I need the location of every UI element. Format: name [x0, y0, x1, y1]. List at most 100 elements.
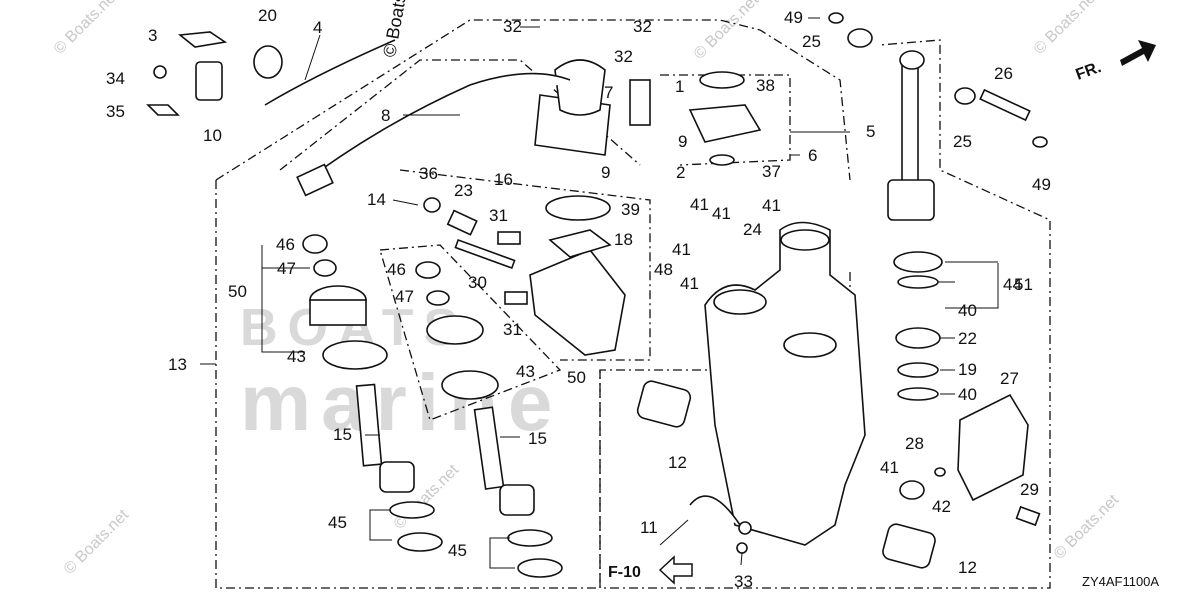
- clip-35-part: [146, 104, 180, 116]
- diagram-code: ZY4AF1100A: [1082, 574, 1159, 589]
- trim-housing-part: [704, 221, 866, 546]
- seal-46b-part: [415, 261, 441, 279]
- callout-43a: 43: [287, 347, 306, 366]
- wire-11-part: [689, 495, 741, 526]
- callout-38: 38: [756, 76, 775, 95]
- callout-25a: 25: [802, 32, 821, 51]
- callout-2: 2: [676, 163, 685, 182]
- piston-rod-15a-part: [355, 383, 383, 467]
- bushing-28-part: [899, 480, 925, 500]
- fr-arrow-icon: [1120, 40, 1156, 66]
- seal-44-part: [893, 251, 943, 273]
- callout-41c: 41: [762, 196, 781, 215]
- callout-9b: 9: [601, 163, 610, 182]
- callout-41b: 41: [712, 204, 731, 223]
- callout-6: 6: [808, 146, 817, 165]
- callout-11: 11: [640, 518, 658, 537]
- watermark-text: © Boats.net: [51, 0, 123, 58]
- callout-25b: 25: [953, 132, 972, 151]
- ring-45b-lower-part: [517, 558, 563, 578]
- plug-12a-part: [636, 380, 692, 428]
- o-ring-40a-part: [897, 275, 939, 289]
- callout-26: 26: [994, 64, 1013, 83]
- o-ring-40b-part: [897, 387, 939, 401]
- watermark-text: © Boats.net: [61, 506, 133, 578]
- callout-37: 37: [762, 162, 781, 181]
- callouts: 1 2 3 4 5 6 7 8 9 9 10 11 12 12 13 14 15…: [106, 6, 1051, 591]
- housing-port-left-part: [713, 289, 767, 315]
- parts: [146, 12, 1048, 578]
- piston-15b-part: [499, 484, 535, 516]
- callout-45a: 45: [328, 513, 347, 532]
- ring-47a-part: [313, 259, 337, 277]
- callout-15a: 15: [333, 425, 352, 444]
- callout-36: 36: [419, 164, 438, 183]
- clip-49a-part: [828, 12, 844, 24]
- callout-34: 34: [106, 69, 125, 88]
- callout-41d: 41: [672, 240, 691, 259]
- callout-50a: 50: [228, 282, 247, 301]
- watermark-text: © Boats.net: [691, 0, 763, 63]
- cap-50b-part: [426, 315, 484, 345]
- cover-27-part: [957, 393, 1029, 502]
- ring-45b-upper-part: [507, 529, 553, 547]
- callout-50b: 50: [567, 368, 586, 387]
- outline-main-housing: [599, 39, 1051, 589]
- washer-42-part: [934, 467, 946, 477]
- callout-13: 13: [168, 355, 187, 374]
- ring-45a-lower-part: [397, 532, 443, 552]
- ring-45a-upper-part: [389, 501, 435, 519]
- callout-31b: 31: [503, 320, 522, 339]
- callout-32c: 32: [614, 47, 633, 66]
- cable-harness-part: [299, 72, 571, 186]
- direction-marker: FR.: [1074, 40, 1156, 84]
- screw-29-part: [1015, 505, 1041, 527]
- rod-30-part: [454, 238, 516, 270]
- motor-armature-part: [629, 79, 651, 126]
- callout-33: 33: [734, 572, 753, 591]
- callout-4: 4: [313, 18, 322, 37]
- shaft-26-part: [979, 88, 1031, 122]
- callout-19: 19: [958, 360, 977, 379]
- callout-51: 51: [1014, 275, 1033, 294]
- grommet-20-part: [253, 45, 283, 79]
- callout-8: 8: [381, 106, 390, 125]
- screw-31b-part: [504, 291, 528, 305]
- callout-47a: 47: [277, 259, 296, 278]
- callout-41f: 41: [880, 458, 899, 477]
- callout-3: 3: [148, 26, 157, 45]
- watermark-text: © Boats.net: [1051, 491, 1123, 563]
- terminal-11-part: [738, 521, 752, 535]
- bolt-34-part: [153, 65, 167, 79]
- callout-10: 10: [203, 126, 222, 145]
- callout-39: 39: [621, 200, 640, 219]
- callout-15b: 15: [528, 429, 547, 448]
- leader-lines: [200, 17, 999, 569]
- callout-40b: 40: [958, 385, 977, 404]
- callout-9a: 9: [678, 132, 687, 151]
- seal-36-part: [423, 197, 441, 213]
- screw-31a-part: [497, 231, 521, 245]
- watermark-text-vertical: © Boats.net: [379, 0, 415, 59]
- callout-24: 24: [743, 220, 762, 239]
- callout-31a: 31: [489, 206, 508, 225]
- ring-22-part: [895, 327, 941, 349]
- callout-32a: 32: [503, 17, 522, 36]
- outline-8: [279, 59, 641, 171]
- o-ring-38-part: [699, 71, 745, 89]
- callout-49a: 49: [784, 8, 803, 27]
- tube-4-part: [264, 39, 396, 106]
- rod-eye-part: [899, 50, 925, 70]
- callout-1: 1: [675, 77, 684, 96]
- callout-7: 7: [604, 83, 613, 102]
- tilt-piston-part: [887, 179, 935, 221]
- callout-27: 27: [1000, 369, 1019, 388]
- reference-marker: F-10: [608, 555, 693, 585]
- reservoir-cap-part: [688, 104, 762, 143]
- callout-42: 42: [932, 497, 951, 516]
- tilt-rod-part: [901, 59, 919, 191]
- watermark-text: © Boats.net: [1031, 0, 1103, 58]
- callout-49b: 49: [1032, 175, 1051, 194]
- ref-label: F-10: [608, 564, 641, 581]
